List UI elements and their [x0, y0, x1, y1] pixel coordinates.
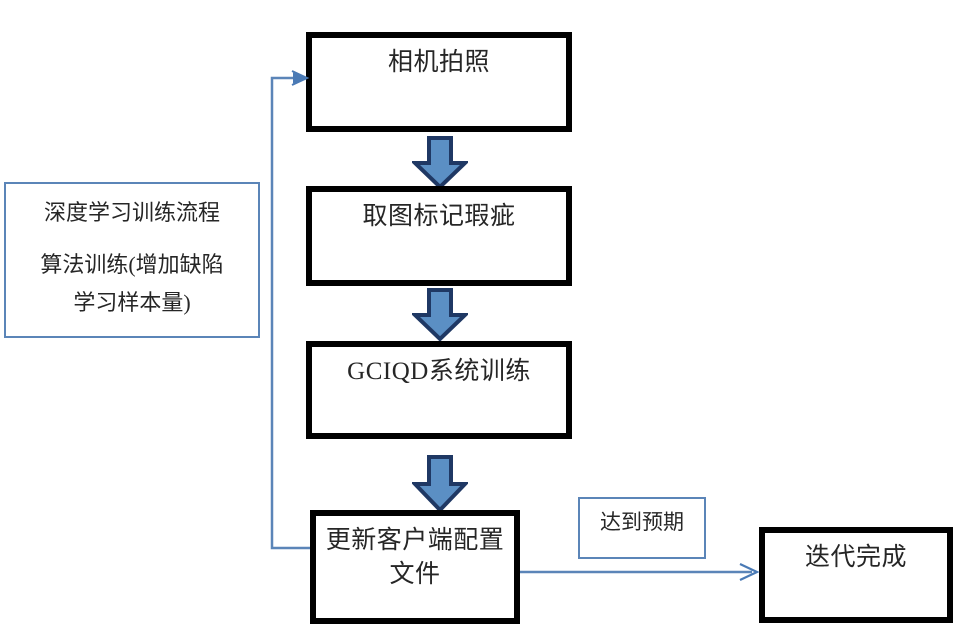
note-training-process-line2: 算法训练(增加缺陷 学习样本量) — [40, 252, 224, 315]
node-camera-capture-label: 相机拍照 — [387, 49, 490, 76]
arrow-down-capture-to-annotate — [412, 136, 468, 190]
note-training-process: 深度学习训练流程 算法训练(增加缺陷 学习样本量) — [4, 182, 260, 338]
node-gciqd-training[interactable]: GCIQD系统训练 — [306, 341, 572, 439]
node-iteration-complete-label: 迭代完成 — [804, 544, 907, 571]
edge-label-expectation-met-text: 达到预期 — [600, 510, 684, 534]
arrow-down-train-to-update — [412, 455, 468, 513]
node-camera-capture[interactable]: 相机拍照 — [306, 32, 572, 132]
arrow-down-annotate-to-train — [412, 288, 468, 342]
edge-label-expectation-met: 达到预期 — [578, 497, 706, 559]
node-update-client-config-label: 更新客户端配置 文件 — [325, 527, 505, 588]
connector-feedback-loop — [270, 70, 310, 550]
node-label-defects-label: 取图标记瑕疵 — [362, 203, 516, 230]
node-iteration-complete[interactable]: 迭代完成 — [759, 527, 953, 623]
node-update-client-config[interactable]: 更新客户端配置 文件 — [310, 510, 520, 624]
node-label-defects[interactable]: 取图标记瑕疵 — [306, 186, 572, 286]
connector-update-to-complete — [520, 563, 760, 581]
node-gciqd-training-label: GCIQD系统训练 — [347, 358, 531, 385]
note-training-process-line1: 深度学习训练流程 — [43, 200, 220, 225]
